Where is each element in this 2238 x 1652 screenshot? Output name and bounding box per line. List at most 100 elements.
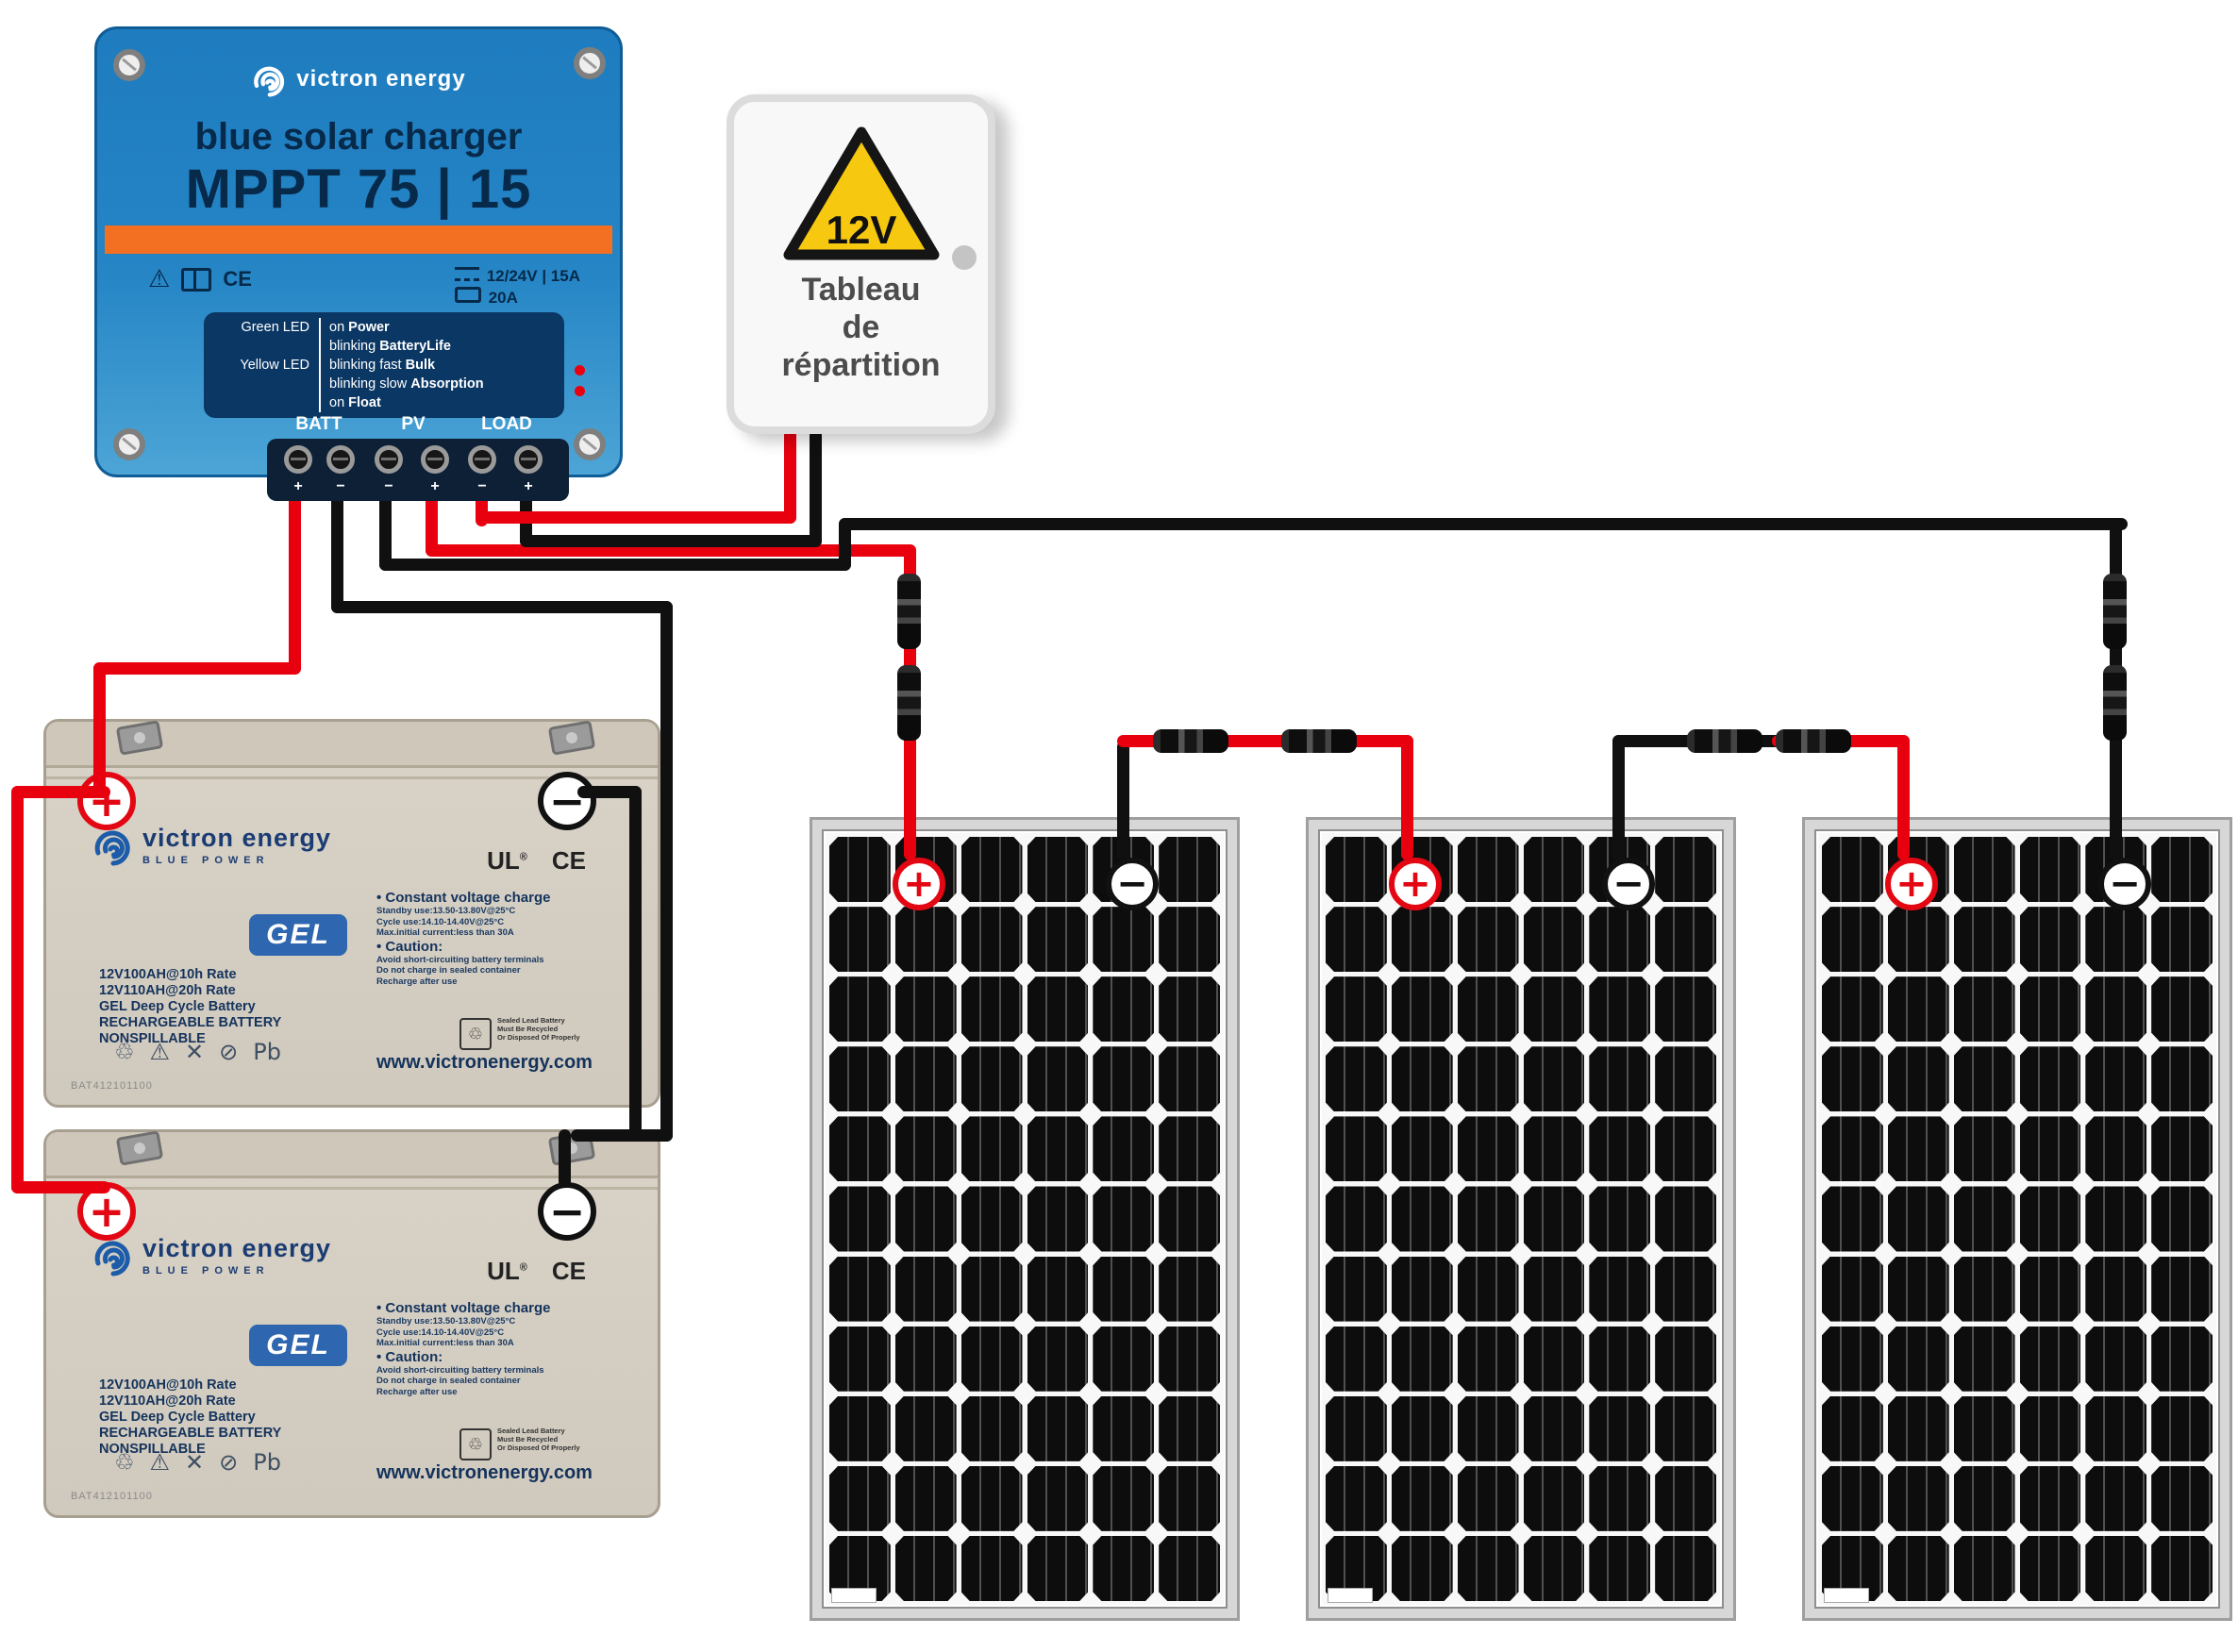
solar-panel-1: + − bbox=[810, 817, 1240, 1621]
wire-load-positive bbox=[476, 511, 796, 524]
terminal-screw bbox=[284, 445, 312, 474]
mc4-connector-icon bbox=[2103, 665, 2127, 741]
wire-load-positive bbox=[784, 429, 796, 524]
ul-mark: UL® bbox=[487, 846, 527, 875]
ce-mark: CE bbox=[223, 267, 252, 291]
voltage-warning-icon: 12V bbox=[783, 126, 939, 260]
battery-label: victron energy BLUE POWER UL® CE GEL 12V… bbox=[65, 820, 639, 1095]
battery-brand: victron energy BLUE POWER bbox=[92, 824, 331, 866]
mc4-connector-icon bbox=[897, 574, 921, 649]
wire-battery-positive bbox=[289, 472, 301, 675]
terminal-screw bbox=[514, 445, 543, 474]
wire-battery-link-positive bbox=[11, 786, 110, 798]
battery-2: + − victron energy BLUE POWER UL® CE bbox=[43, 1129, 660, 1518]
solar-cells bbox=[1322, 833, 1720, 1605]
spec-voltage: 12/24V | 15A bbox=[454, 265, 580, 287]
brand-logo: victron energy bbox=[97, 61, 620, 97]
led-legend: Green LED on Power blinking BatteryLife … bbox=[204, 312, 564, 418]
battery-ridge bbox=[46, 1187, 658, 1190]
victron-logo-icon bbox=[94, 1241, 130, 1276]
terminal-screw bbox=[468, 445, 496, 474]
dc-icon bbox=[454, 267, 479, 281]
terminal-sign: + bbox=[430, 478, 440, 494]
terminal-group-pv: PV bbox=[401, 414, 426, 434]
safety-icon-row: ♲ ⚠ ✕ ⊘ Pb bbox=[114, 1039, 281, 1065]
solar-cells bbox=[1818, 833, 2216, 1605]
recycle-note: Sealed Lead Battery Must Be Recycled Or … bbox=[497, 1016, 580, 1042]
panel-label bbox=[831, 1588, 877, 1603]
led-legend-line: blinking slow Absorption bbox=[215, 375, 553, 393]
model-name: MPPT 75 | 15 bbox=[185, 159, 532, 220]
cross-icon: ✕ bbox=[185, 1039, 205, 1065]
battery-ratings: 12V100AH@10h Rate 12V110AH@20h Rate GEL … bbox=[99, 1377, 282, 1457]
terminal-sign: − bbox=[384, 478, 393, 494]
brand-name: victron energy bbox=[142, 824, 332, 852]
wire-battery-positive bbox=[93, 662, 106, 794]
load-icon bbox=[454, 287, 481, 303]
gel-badge: GEL bbox=[249, 1325, 347, 1366]
website-link: www.victronenergy.com bbox=[376, 1052, 593, 1073]
terminal-screw bbox=[375, 445, 403, 474]
mc4-connector-icon bbox=[2103, 574, 2127, 649]
terminal-sign: − bbox=[477, 478, 487, 494]
mounting-dot bbox=[952, 245, 977, 270]
panel-negative-terminal: − bbox=[1602, 858, 1655, 910]
led-legend-line: Green LED on Power bbox=[215, 318, 553, 337]
terminal-group-batt: BATT bbox=[295, 414, 342, 434]
manual-icon bbox=[181, 267, 212, 292]
wire-battery-link-negative bbox=[577, 786, 642, 798]
ul-mark: UL® bbox=[487, 1257, 527, 1285]
wire-battery-negative bbox=[660, 601, 673, 1142]
wire-series-jumper-2 bbox=[1897, 735, 1910, 860]
spec-load-current: 20A bbox=[454, 287, 580, 309]
voltage-label: 12V bbox=[826, 208, 896, 252]
wire-pv-positive bbox=[426, 544, 916, 557]
prohibited-icon: ⊘ bbox=[219, 1449, 239, 1476]
wire-series-jumper-1 bbox=[1117, 741, 1129, 860]
battery-1: + − victron energy BLUE POWER UL® CE bbox=[43, 719, 660, 1108]
wire-load-negative bbox=[810, 429, 822, 547]
screw-icon bbox=[574, 47, 606, 79]
prohibited-icon: ⊘ bbox=[219, 1039, 239, 1065]
warning-icon: ⚠ bbox=[149, 1449, 171, 1476]
orange-stripe bbox=[105, 225, 612, 254]
certification-marks: UL® CE bbox=[487, 846, 586, 876]
mc4-connector-icon bbox=[1153, 729, 1228, 753]
terminal-group-load: LOAD bbox=[481, 414, 532, 434]
terminal-sign: + bbox=[293, 478, 303, 494]
wire-battery-negative bbox=[331, 472, 343, 613]
website-link: www.victronenergy.com bbox=[376, 1462, 593, 1483]
lead-icon: Pb bbox=[253, 1039, 281, 1065]
battery-label: victron energy BLUE POWER UL® CE GEL 12V… bbox=[65, 1230, 639, 1506]
panel-positive-terminal: + bbox=[1885, 858, 1938, 910]
wire-battery-link-negative bbox=[629, 786, 642, 1142]
battery-ridge bbox=[46, 776, 658, 779]
battery-ratings: 12V100AH@10h Rate 12V110AH@20h Rate GEL … bbox=[99, 967, 282, 1046]
wire-battery-negative bbox=[331, 601, 673, 613]
recycle-note: Sealed Lead Battery Must Be Recycled Or … bbox=[497, 1427, 580, 1452]
brand-subtitle: BLUE POWER bbox=[142, 855, 270, 866]
mppt-charge-controller: victron energy blue solar charger MPPT 7… bbox=[94, 26, 623, 501]
mc4-connector-icon bbox=[1687, 729, 1762, 753]
terminal-sign: − bbox=[336, 478, 345, 494]
battery-code: BAT412101100 bbox=[71, 1080, 153, 1092]
battery-brand: victron energy BLUE POWER bbox=[92, 1234, 331, 1277]
brand-name: victron energy bbox=[142, 1234, 332, 1262]
victron-logo-icon bbox=[254, 66, 285, 97]
panel-positive-terminal: + bbox=[1389, 858, 1442, 910]
victron-logo-icon bbox=[94, 830, 130, 865]
status-led bbox=[575, 386, 585, 396]
panel-negative-terminal: − bbox=[2098, 858, 2151, 910]
cross-icon: ✕ bbox=[185, 1449, 205, 1476]
terminal-block: + − − + − + bbox=[267, 439, 569, 501]
wire-series-jumper-2 bbox=[1612, 735, 1625, 860]
screw-icon bbox=[113, 49, 145, 81]
charge-instructions: • Constant voltage charge Standby use:13… bbox=[376, 1300, 551, 1397]
mc4-connector-icon bbox=[1776, 729, 1851, 753]
battery-code: BAT412101100 bbox=[71, 1491, 153, 1502]
warning-icon: ⚠ bbox=[148, 265, 171, 293]
panel-negative-terminal: − bbox=[1106, 858, 1159, 910]
solar-cells bbox=[826, 833, 1224, 1605]
wire-battery-negative bbox=[571, 1129, 673, 1142]
wire-pv-negative bbox=[839, 518, 851, 571]
